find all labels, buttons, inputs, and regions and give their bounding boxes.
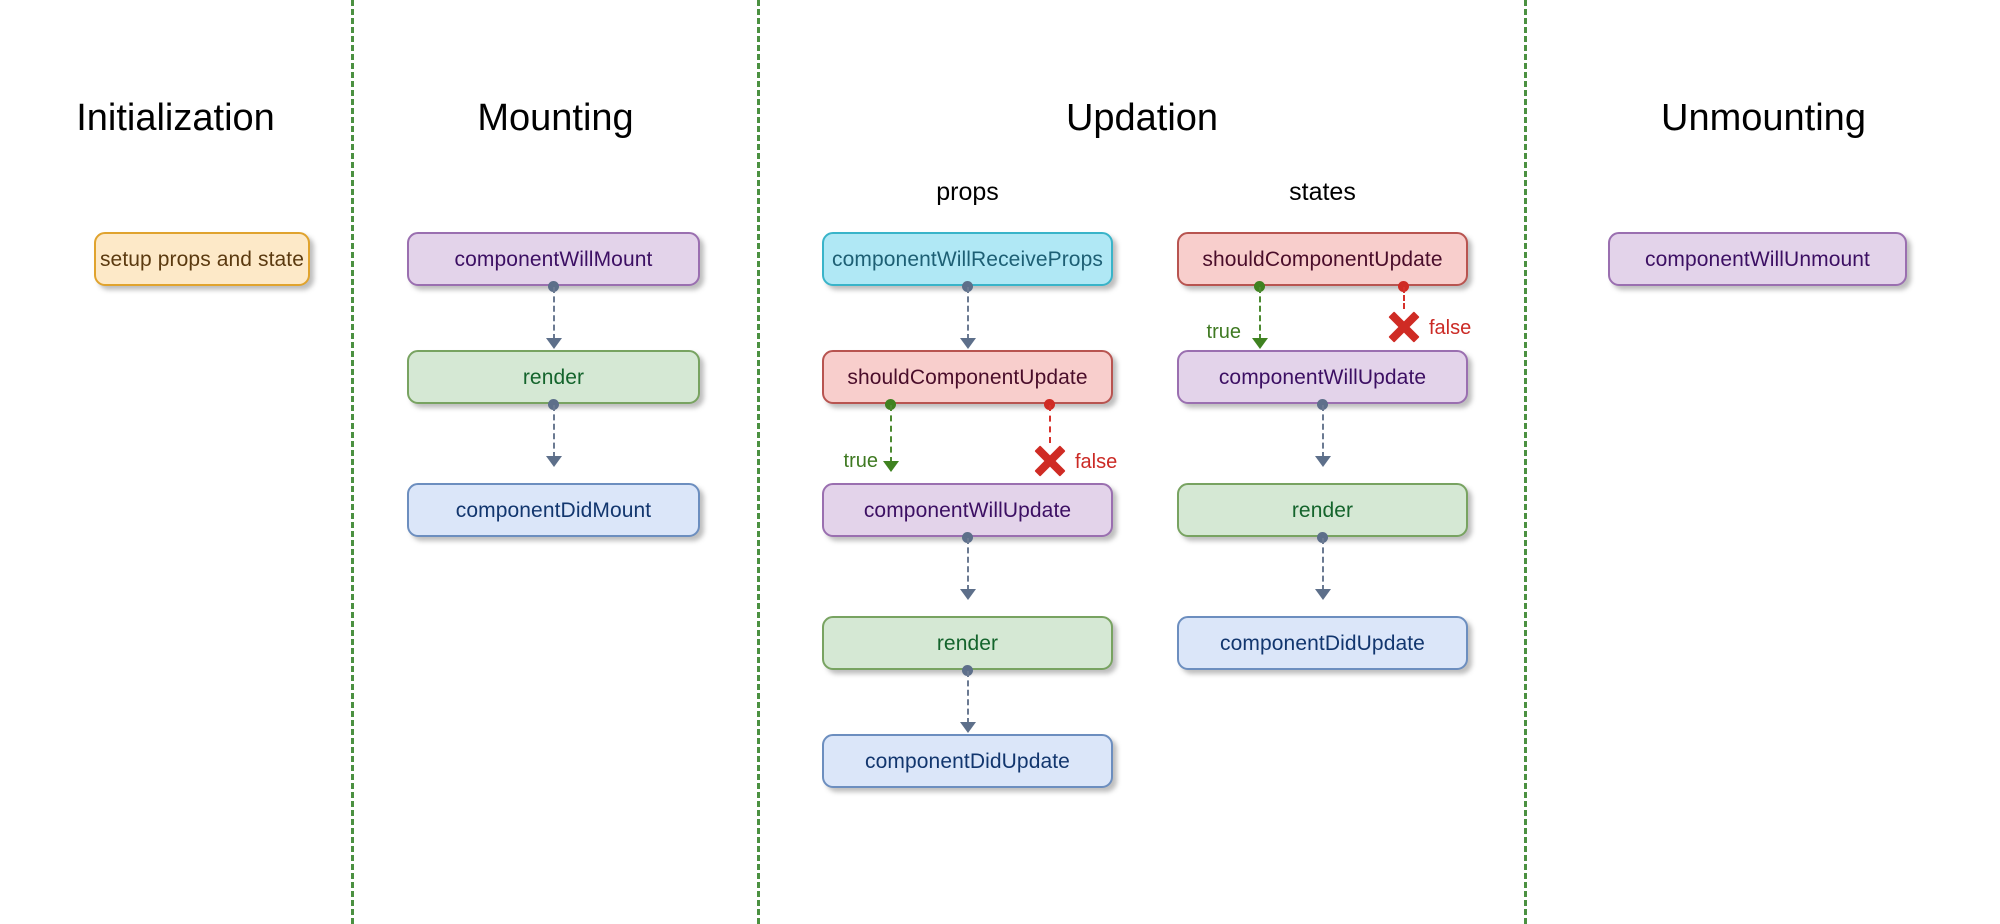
connector-line-states-2 [1322,538,1324,591]
connector-line-props-2 [967,538,969,591]
connector-arrow-props-1 [960,338,976,349]
node-component-did-update-props[interactable]: componentDidUpdate [822,734,1113,788]
branch-label-states-false: false [1429,317,1472,339]
node-component-will-update-states[interactable]: componentWillUpdate [1177,350,1468,404]
node-component-did-mount[interactable]: componentDidMount [407,483,700,537]
connector-arrow-props-3 [960,722,976,733]
phase-title-mounting: Mounting [477,97,634,139]
branch-arrow-props-true [883,461,899,472]
connector-line-props-1 [967,287,969,340]
branch-line-props-true [890,405,892,463]
connector-line-props-3 [967,671,969,724]
branch-line-props-false [1049,405,1051,443]
connector-arrow-mounting-1 [546,338,562,349]
node-render-mounting[interactable]: render [407,350,700,404]
node-component-did-update-states[interactable]: componentDidUpdate [1177,616,1468,670]
node-render-props[interactable]: render [822,616,1113,670]
node-component-will-unmount[interactable]: componentWillUnmount [1608,232,1907,286]
branch-dot-props-false [1044,399,1055,410]
connector-dot-mounting-1 [548,281,559,292]
connector-dot-props-1 [962,281,973,292]
branch-line-states-false [1403,287,1405,309]
section-divider-mounting-updation [757,0,760,924]
branch-arrow-states-true [1252,338,1268,349]
connector-dot-props-2 [962,532,973,543]
subheading-states: states [1289,178,1356,206]
connector-line-mounting-1 [553,287,555,340]
subheading-props: props [936,178,999,206]
node-should-component-update-props[interactable]: shouldComponentUpdate [822,350,1113,404]
branch-label-props-false: false [1075,451,1118,473]
connector-arrow-mounting-2 [546,456,562,467]
branch-dot-states-true [1254,281,1265,292]
node-component-will-receive-props[interactable]: componentWillReceiveProps [822,232,1113,286]
section-divider-initialization-mounting [351,0,354,924]
node-component-will-update-props[interactable]: componentWillUpdate [822,483,1113,537]
section-divider-updation-unmounting [1524,0,1527,924]
phase-title-unmounting: Unmounting [1661,97,1866,139]
node-should-component-update-states[interactable]: shouldComponentUpdate [1177,232,1468,286]
connector-line-mounting-2 [553,405,555,458]
branch-dot-props-true [885,399,896,410]
connector-dot-props-3 [962,665,973,676]
branch-line-states-true [1259,287,1261,340]
connector-arrow-props-2 [960,589,976,600]
connector-dot-states-2 [1317,532,1328,543]
node-setup-props-and-state[interactable]: setup props and state [94,232,310,286]
phase-title-initialization: Initialization [76,97,275,139]
branch-label-states-true: true [1206,321,1241,343]
connector-dot-mounting-2 [548,399,559,410]
connector-arrow-states-2 [1315,589,1331,600]
phase-title-updation: Updation [1065,97,1219,139]
connector-dot-states-1 [1317,399,1328,410]
connector-line-states-1 [1322,405,1324,458]
terminate-x-icon-states [1387,310,1421,344]
node-render-states[interactable]: render [1177,483,1468,537]
terminate-x-icon-props [1033,444,1067,478]
branch-label-props-true: true [843,450,878,472]
branch-dot-states-false [1398,281,1409,292]
node-component-will-mount[interactable]: componentWillMount [407,232,700,286]
connector-arrow-states-1 [1315,456,1331,467]
